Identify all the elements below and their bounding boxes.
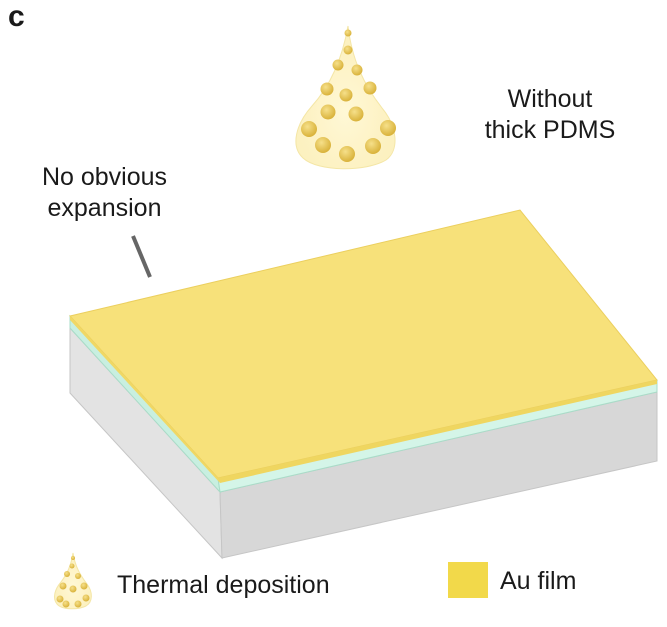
legend-au-film-swatch bbox=[448, 562, 488, 598]
no-obvious-expansion-line2: expansion bbox=[47, 194, 162, 222]
no-obvious-expansion-line1: No obvious bbox=[41, 163, 168, 191]
thermal-deposition-plume-icon bbox=[295, 25, 396, 170]
without-thick-pdms-label: Without thick PDMS bbox=[470, 84, 630, 146]
legend-thermal-deposition-label: Thermal deposition bbox=[117, 571, 330, 599]
panel-letter: c bbox=[8, 0, 25, 33]
without-thick-pdms-line2: thick PDMS bbox=[484, 116, 616, 144]
legend-thermal-deposition-icon bbox=[53, 552, 92, 610]
no-obvious-expansion-label: No obvious expansion bbox=[22, 162, 187, 224]
without-thick-pdms-line1: Without bbox=[507, 85, 593, 113]
legend-au-film-label: Au film bbox=[500, 567, 577, 595]
expansion-pointer-line bbox=[131, 235, 152, 278]
